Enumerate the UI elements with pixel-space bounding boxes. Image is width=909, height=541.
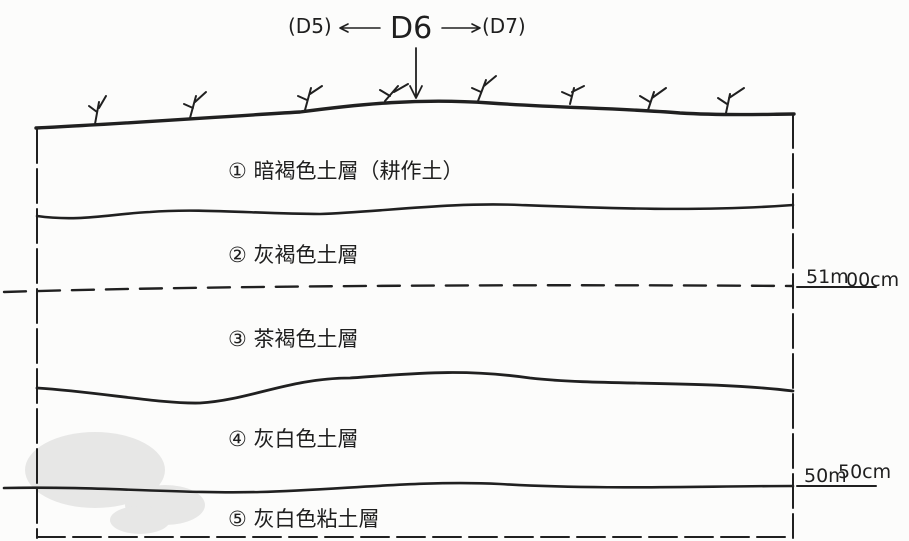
grass-icon <box>88 95 107 125</box>
grass-icon <box>717 87 745 114</box>
grass-icon <box>471 75 497 102</box>
arrow-left-icon <box>339 23 381 33</box>
paper-smudges <box>25 432 205 534</box>
grass-icon <box>297 85 323 111</box>
grass-tufts <box>88 75 745 125</box>
datum-line-50m50 <box>2 481 795 494</box>
elevation-lower-m: 50m <box>804 465 847 487</box>
elevation-upper-m: 51m <box>806 266 849 288</box>
section-point-arrow-icon <box>409 47 423 99</box>
layer-5-label: ⑤ 灰白色粘土層 <box>228 507 380 531</box>
grass-icon <box>561 85 585 105</box>
section-center-label: D6 <box>390 11 432 46</box>
section-right-label: (D7) <box>482 14 526 38</box>
ground-surface-line <box>34 99 796 130</box>
datum-line-51m <box>2 284 795 294</box>
layer-3-label: ③ 茶褐色土層 <box>228 327 359 351</box>
boundary-layer-1-2 <box>35 203 795 220</box>
layer-1-label: ① 暗褐色土層（耕作土） <box>228 159 464 183</box>
grass-icon <box>639 87 667 111</box>
section-left-label: (D5) <box>288 14 332 38</box>
elevation-lower-cm: 50cm <box>838 461 891 483</box>
boundary-layer-3-4 <box>35 371 795 405</box>
elevation-upper-cm: 00cm <box>846 269 899 291</box>
arrow-right-icon <box>441 23 481 33</box>
grass-icon <box>379 83 409 102</box>
layer-4-label: ④ 灰白色土層 <box>228 427 359 451</box>
grass-icon <box>183 91 207 119</box>
layer-2-label: ② 灰褐色土層 <box>228 243 359 267</box>
